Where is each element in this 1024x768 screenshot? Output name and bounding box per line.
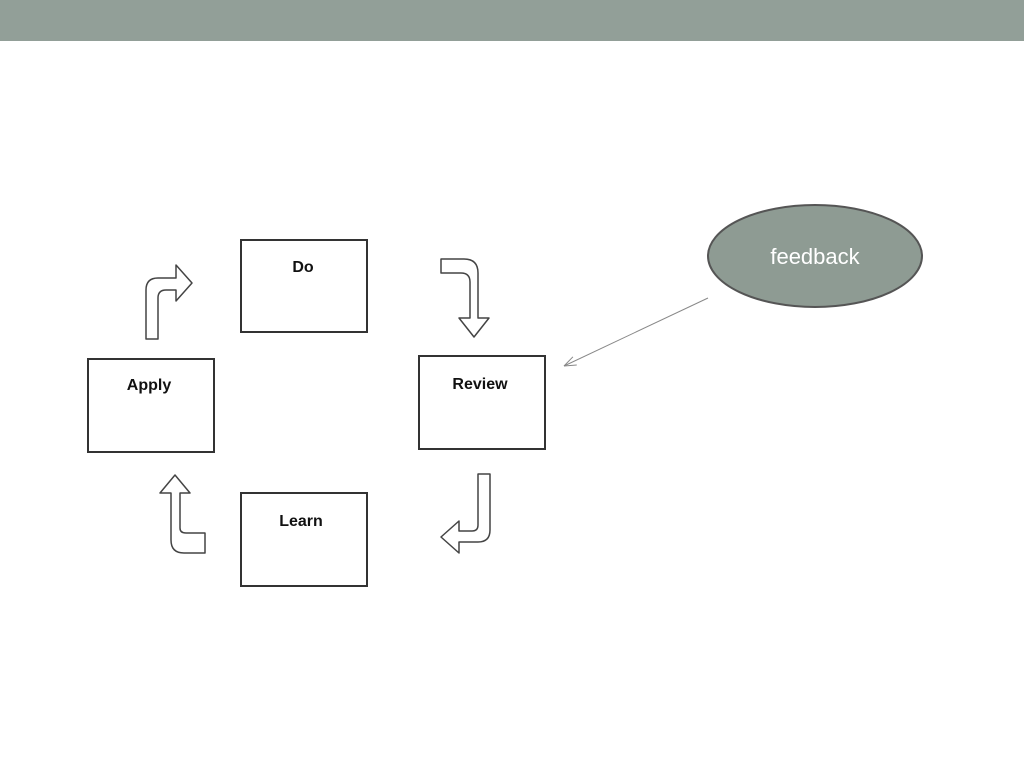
- stage-do-label: Do: [292, 259, 314, 276]
- stage-review: Review: [418, 355, 546, 450]
- stage-learn: Learn: [240, 492, 368, 587]
- curved-arrow-icon: [440, 473, 491, 554]
- curved-arrow-icon: [145, 264, 193, 340]
- stage-apply-box: [87, 358, 215, 453]
- stage-learn-label: Learn: [279, 513, 323, 530]
- stage-apply-label: Apply: [127, 377, 172, 394]
- stage-do-box: [240, 239, 368, 333]
- stage-apply: Apply: [87, 358, 215, 453]
- feedback-label: feedback: [770, 244, 860, 269]
- curved-arrow-icon: [440, 258, 490, 338]
- stage-review-label: Review: [452, 376, 508, 393]
- feedback-callout: feedback: [707, 204, 923, 308]
- feedback-connector-arrow: [563, 297, 709, 367]
- stage-review-box: [418, 355, 546, 450]
- stage-learn-box: [240, 492, 368, 587]
- stage-do: Do: [240, 239, 368, 333]
- curved-arrow-icon: [159, 474, 206, 554]
- header-bar: [0, 0, 1024, 41]
- feedback-ellipse: [707, 204, 923, 308]
